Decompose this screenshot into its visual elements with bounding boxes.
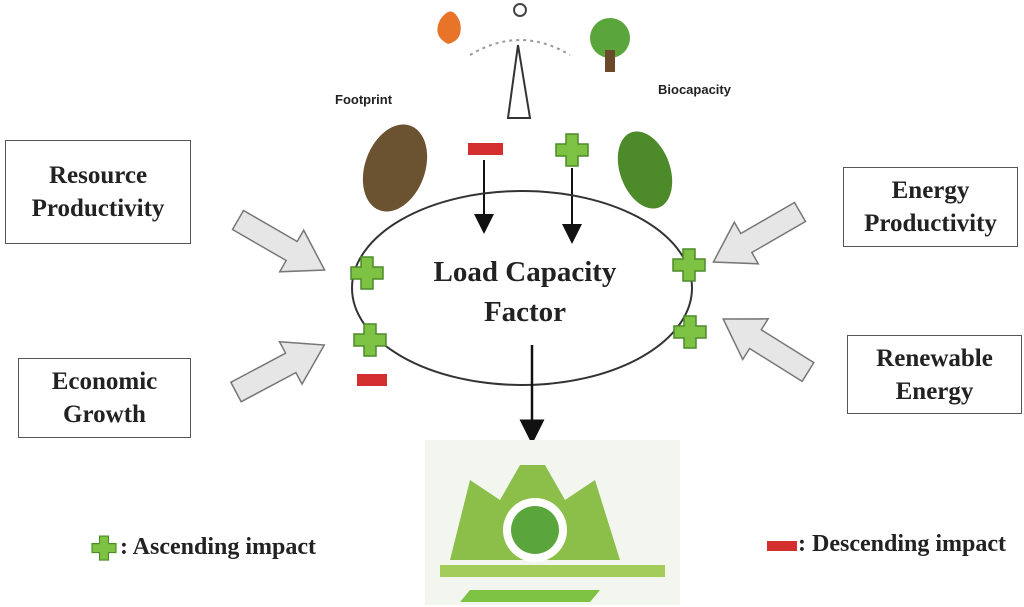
arrow-energy-prod: [700, 190, 813, 284]
green-earth-icon: [425, 440, 680, 605]
center-label-line1: Load Capacity: [433, 256, 617, 288]
lcf-ellipse: [351, 190, 693, 386]
arrow-renewable: [709, 297, 822, 394]
plus-icon: [672, 248, 706, 282]
tree-icon: [590, 18, 630, 72]
center-label-line2: Factor: [483, 296, 567, 328]
box-line: Energy: [891, 177, 970, 204]
footprint-scale-icon: [437, 3, 630, 119]
plus-icon: [353, 323, 387, 357]
minus-icon: [357, 374, 387, 386]
center-label: Load Capacity Factor: [400, 252, 650, 332]
footprint-foot-icon: [362, 124, 428, 212]
arrow-growth: [223, 323, 337, 414]
box-line: Energy: [895, 377, 974, 405]
box-line: Economic: [51, 368, 158, 395]
footprint-person-icon: [437, 11, 461, 44]
arrow-resource: [225, 198, 338, 292]
biocapacity-foot-icon: [617, 131, 673, 209]
legend-ascending: : Ascending impact: [120, 534, 317, 560]
box-line: Growth: [63, 401, 146, 428]
footprint-label: Footprint: [335, 92, 393, 107]
biocapacity-label: Biocapacity: [658, 82, 731, 97]
plus-icon: [555, 133, 589, 167]
box-line: Renewable: [876, 344, 993, 372]
legend-plus-icon: [91, 535, 117, 561]
box-line: Resource: [48, 162, 148, 189]
plus-icon: [350, 256, 384, 290]
legend-descending: : Descending impact: [798, 531, 1006, 557]
minus-icon: [468, 143, 503, 155]
plus-icon: [673, 315, 707, 349]
box-line: Productivity: [31, 195, 165, 222]
box-line: Productivity: [864, 210, 997, 237]
legend-minus-icon: [767, 541, 797, 551]
